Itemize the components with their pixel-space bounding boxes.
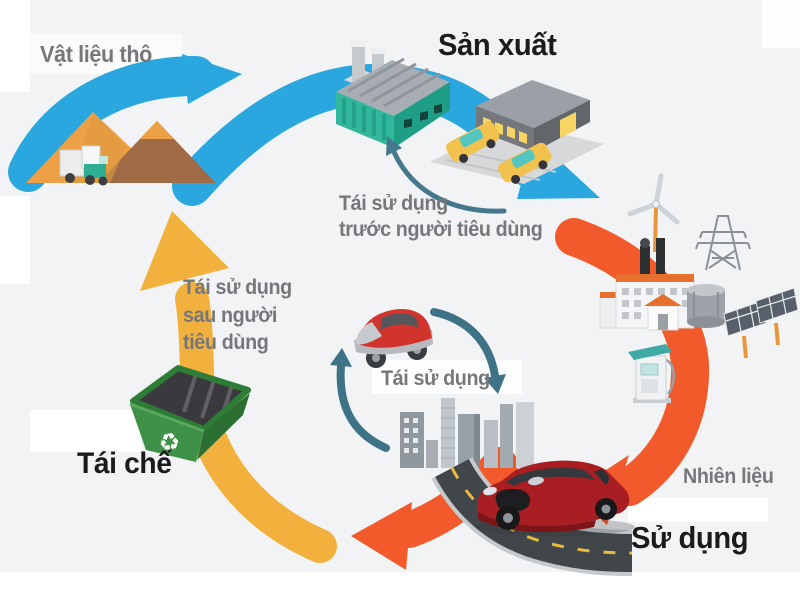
taxi-cars-icon — [446, 121, 552, 184]
production-label: Sản xuất — [438, 27, 557, 62]
power-pylon-icon — [695, 215, 751, 271]
reuse-pre-consumer-line2: trước người tiêu dùng — [339, 218, 543, 242]
reuse-pre-consumer-line1: Tái sử dụng — [339, 192, 448, 215]
raw-materials-label: Vật liệu thô — [40, 41, 153, 67]
fuel-pump-icon — [628, 344, 675, 403]
in-use-loop-arrows — [330, 308, 506, 452]
recycling-dumpster-icon: ♻ — [129, 365, 251, 462]
car-on-road-icon — [431, 456, 635, 576]
delivery-truck-icon — [59, 145, 108, 186]
reuse-in-use-label: Tái sử dụng — [381, 367, 490, 390]
power-plant-icon — [599, 238, 695, 331]
city-buildings-icon — [400, 398, 534, 468]
storage-tank-icon — [687, 284, 725, 328]
reuse-post-consumer-line3: tiêu dùng — [183, 331, 269, 355]
reuse-post-consumer-line1: Tái sử dụng — [183, 276, 292, 299]
factory-icon — [336, 40, 450, 148]
use-label: Sử dụng — [631, 520, 749, 555]
reuse-post-consumer-label: Tái sử dụng sau người tiêu dùng — [183, 274, 292, 357]
reuse-post-consumer-line2: sau người — [183, 303, 278, 327]
fuel-label: Nhiên liệu — [683, 465, 774, 488]
recycle-symbol-icon: ♻ — [157, 427, 183, 458]
wind-turbine-icon — [627, 173, 680, 253]
reuse-pre-consumer-label: Tái sử dụng trước người tiêu dùng — [339, 191, 543, 244]
reused-car-icon — [354, 308, 433, 368]
solar-panels-icon — [723, 287, 799, 359]
recycling-label: Tái chế — [77, 447, 172, 480]
warehouse-icon — [430, 80, 604, 184]
pre-consumer-loop-arrow — [386, 136, 507, 214]
